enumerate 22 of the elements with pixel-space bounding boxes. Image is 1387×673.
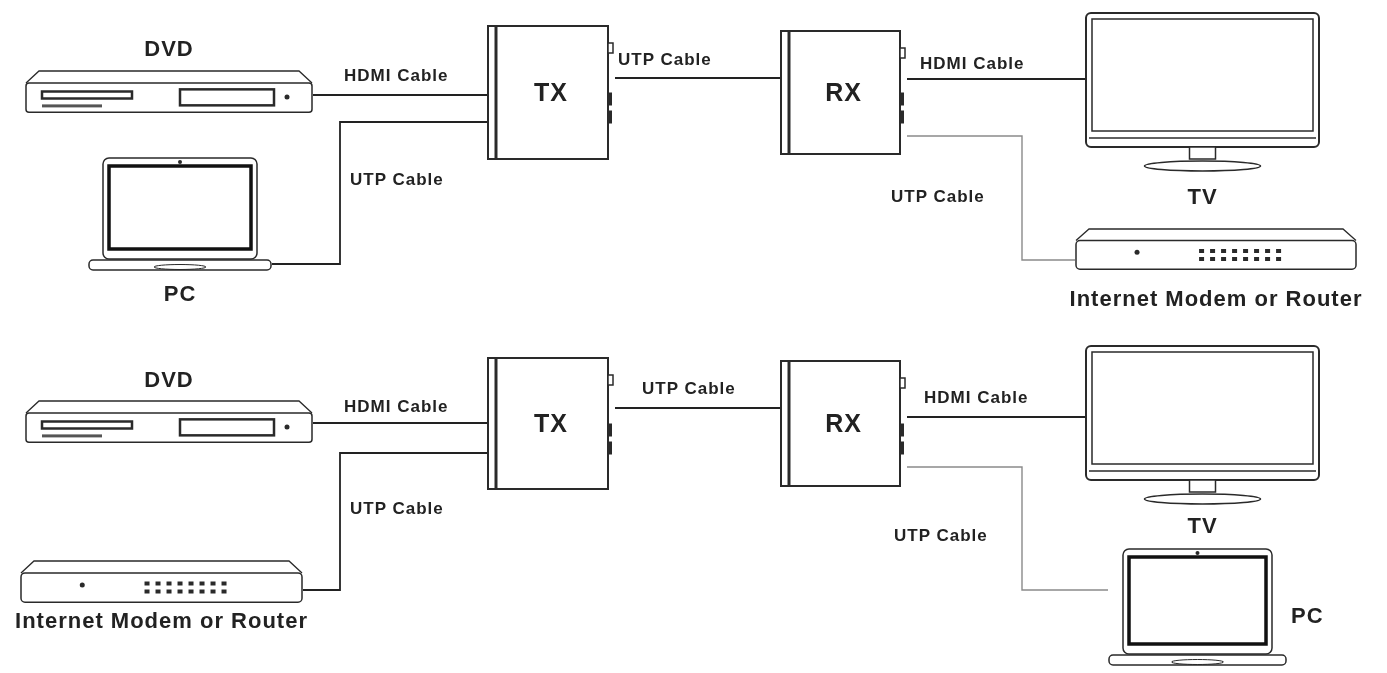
- cable-line: [614, 407, 781, 409]
- cable-line: [271, 121, 488, 265]
- device-label: DVD: [144, 36, 194, 62]
- cable-line: [906, 416, 1086, 418]
- unit-label: TX: [533, 408, 569, 438]
- device-label: Internet Modem or Router: [1069, 286, 1363, 312]
- unit-label: TX: [533, 77, 569, 107]
- device-label: Internet Modem or Router: [15, 608, 308, 634]
- cable-line: [302, 452, 488, 591]
- cable-line: [614, 77, 781, 79]
- unit-label: RX: [824, 77, 863, 107]
- cable-line: [906, 466, 1109, 591]
- device-label: DVD: [144, 367, 194, 393]
- cable-line: [312, 422, 488, 424]
- device-label: PC: [163, 281, 197, 307]
- unit-label: RX: [824, 408, 863, 438]
- cable-line: [906, 78, 1086, 80]
- cable-line: [906, 135, 1076, 261]
- device-label: TV: [1187, 184, 1218, 210]
- device-label: TV: [1187, 513, 1218, 539]
- cable-line: [312, 94, 488, 96]
- device-label: PC: [1291, 603, 1324, 629]
